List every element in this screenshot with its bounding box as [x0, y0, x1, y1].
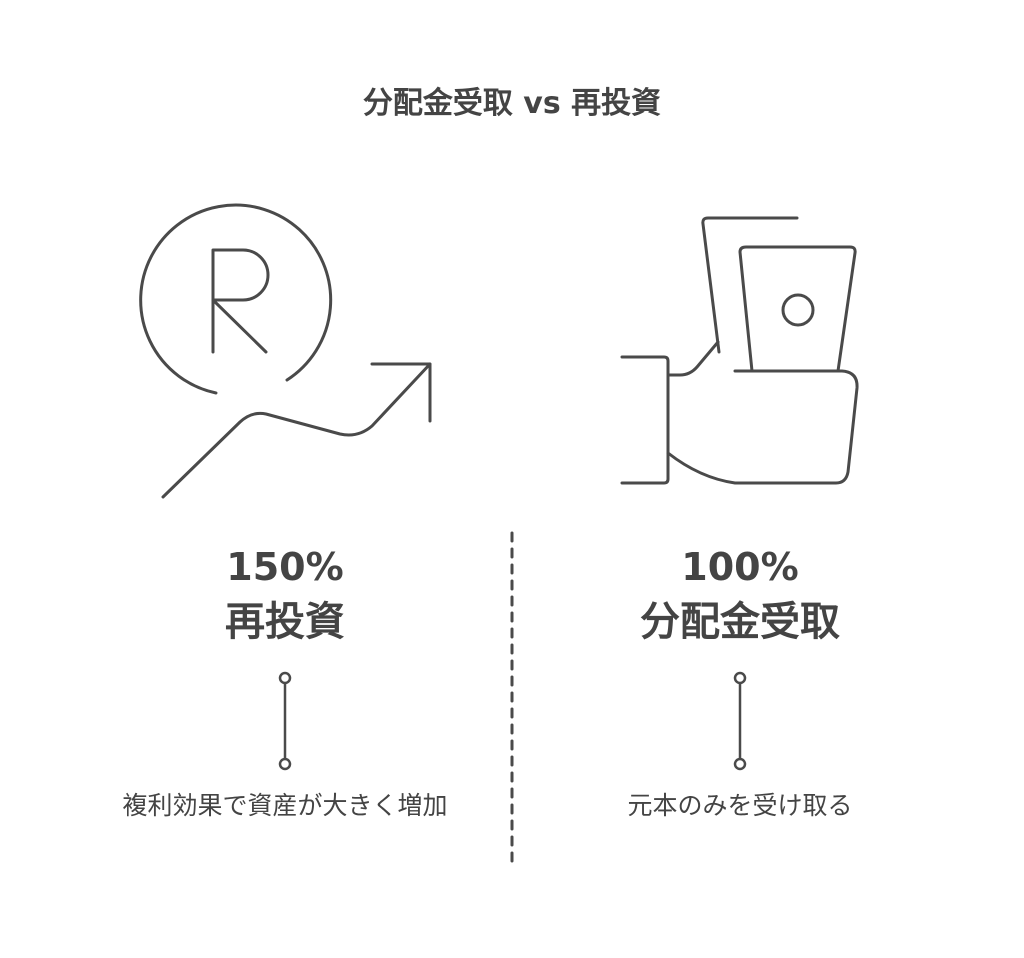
left-label: 再投資 [225, 599, 345, 645]
right-label: 分配金受取 [640, 599, 840, 645]
right-description: 元本のみを受け取る [627, 791, 853, 820]
right-connector [733, 671, 747, 771]
right-percent: 100% [681, 545, 799, 589]
left-connector [278, 671, 292, 771]
hand-holding-money-icon [620, 216, 859, 485]
registered-growth-arrow-icon [139, 203, 432, 499]
left-description: 複利効果で資産が大きく増加 [122, 791, 448, 820]
left-percent: 150% [226, 545, 344, 589]
right-panel: 100% 分配金受取 [530, 545, 950, 647]
left-panel: 150% 再投資 [75, 545, 495, 647]
diagram-title: 分配金受取 vs 再投資 [362, 86, 662, 121]
